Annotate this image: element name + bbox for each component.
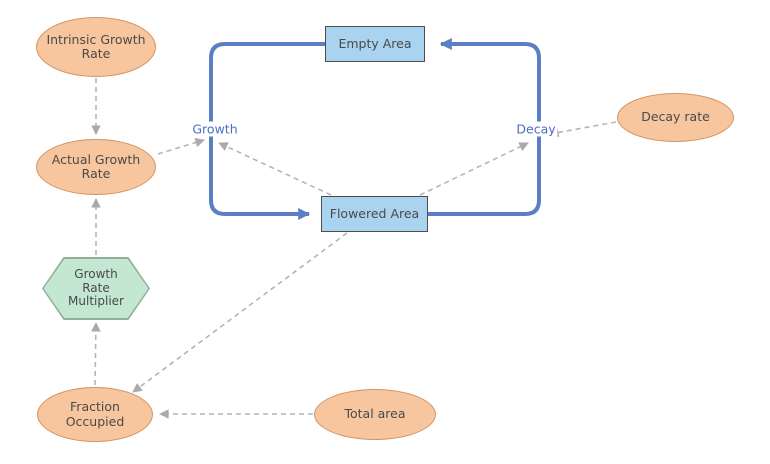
link-flowered-to-decay [419, 142, 529, 196]
multiplier-growth-rate-label: Growth Rate Multiplier [68, 267, 124, 309]
aux-total-area-label: Total area [344, 406, 406, 422]
hexagon-fill [43, 258, 149, 319]
aux-decay-rate[interactable]: Decay rate [617, 93, 734, 142]
aux-intrinsic-growth-rate-label: Intrinsic Growth Rate [46, 31, 146, 61]
stock-flowered-area[interactable]: Flowered Area [321, 196, 428, 232]
link-decayrate-to-decay [549, 121, 617, 138]
aux-actual-growth-rate-label: Actual Growth Rate [51, 151, 141, 181]
flow-label-growth[interactable]: Growth [190, 121, 240, 137]
aux-total-area[interactable]: Total area [314, 389, 436, 440]
stock-flowered-area-label: Flowered Area [329, 205, 420, 221]
aux-decay-rate-label: Decay rate [641, 109, 710, 125]
link-flowered-to-fraction [132, 232, 348, 393]
link-flowered-to-growth [218, 142, 332, 196]
link-fraction-to-multiplier [91, 322, 101, 386]
flow-label-decay[interactable]: Decay [514, 121, 558, 137]
aux-fraction-occupied-label: Fraction Occupied [65, 399, 125, 429]
multiplier-growth-rate[interactable]: Growth Rate Multiplier [42, 257, 150, 320]
aux-fraction-occupied[interactable]: Fraction Occupied [37, 387, 153, 442]
aux-intrinsic-growth-rate[interactable]: Intrinsic Growth Rate [36, 17, 156, 77]
stock-empty-area[interactable]: Empty Area [325, 26, 425, 62]
link-actual-to-growth [157, 137, 205, 155]
stock-empty-area-label: Empty Area [338, 35, 412, 51]
aux-actual-growth-rate[interactable]: Actual Growth Rate [36, 139, 156, 195]
